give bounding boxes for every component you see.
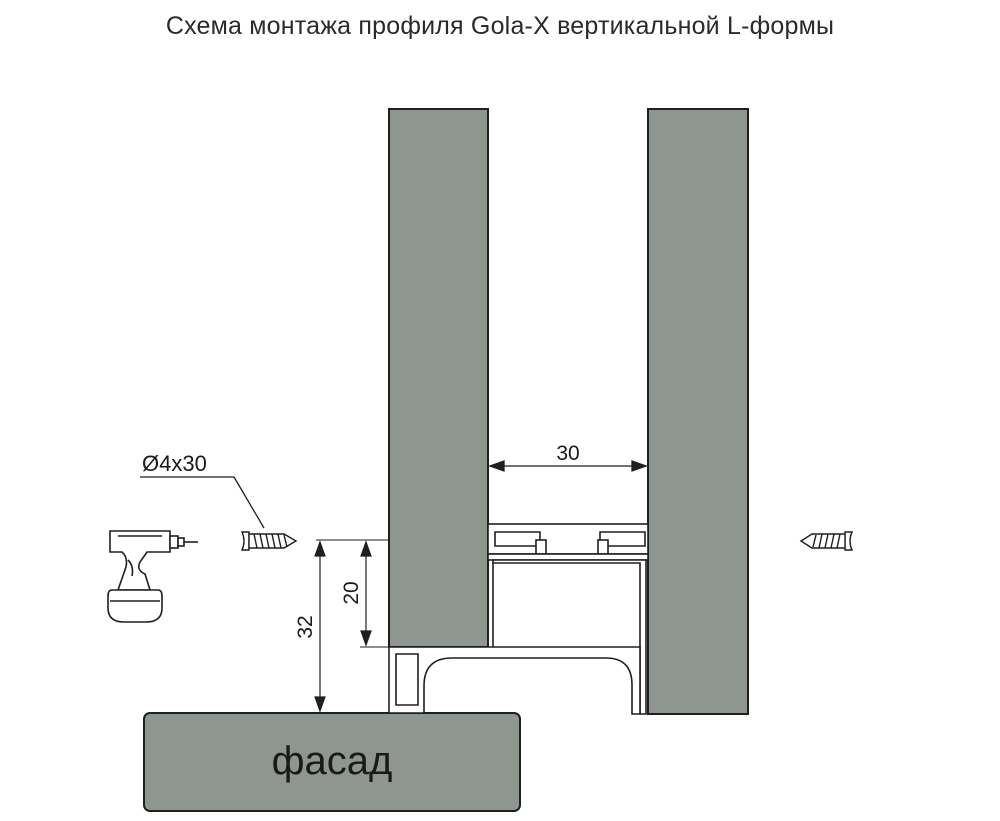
left-cabinet-panel <box>388 108 489 648</box>
gola-profile <box>388 523 649 715</box>
screw-icon <box>240 531 298 551</box>
facade-panel <box>143 712 521 812</box>
page-title: Схема монтажа профиля Gola-X вертикально… <box>165 12 835 40</box>
facade-label: фасад <box>272 739 393 783</box>
dimension-20-label: 20 <box>340 581 363 604</box>
screw-spec-leader <box>140 476 265 529</box>
screwdriver-icon <box>107 530 198 623</box>
right-cabinet-panel <box>647 108 749 715</box>
dimension-lines-vertical <box>314 539 390 713</box>
dimension-30 <box>488 460 648 472</box>
dimension-30-label: 30 <box>556 442 579 465</box>
screw-spec-label: Ø4x30 <box>142 451 207 476</box>
dimension-32-label: 32 <box>294 615 317 638</box>
screw-icon <box>799 531 854 551</box>
